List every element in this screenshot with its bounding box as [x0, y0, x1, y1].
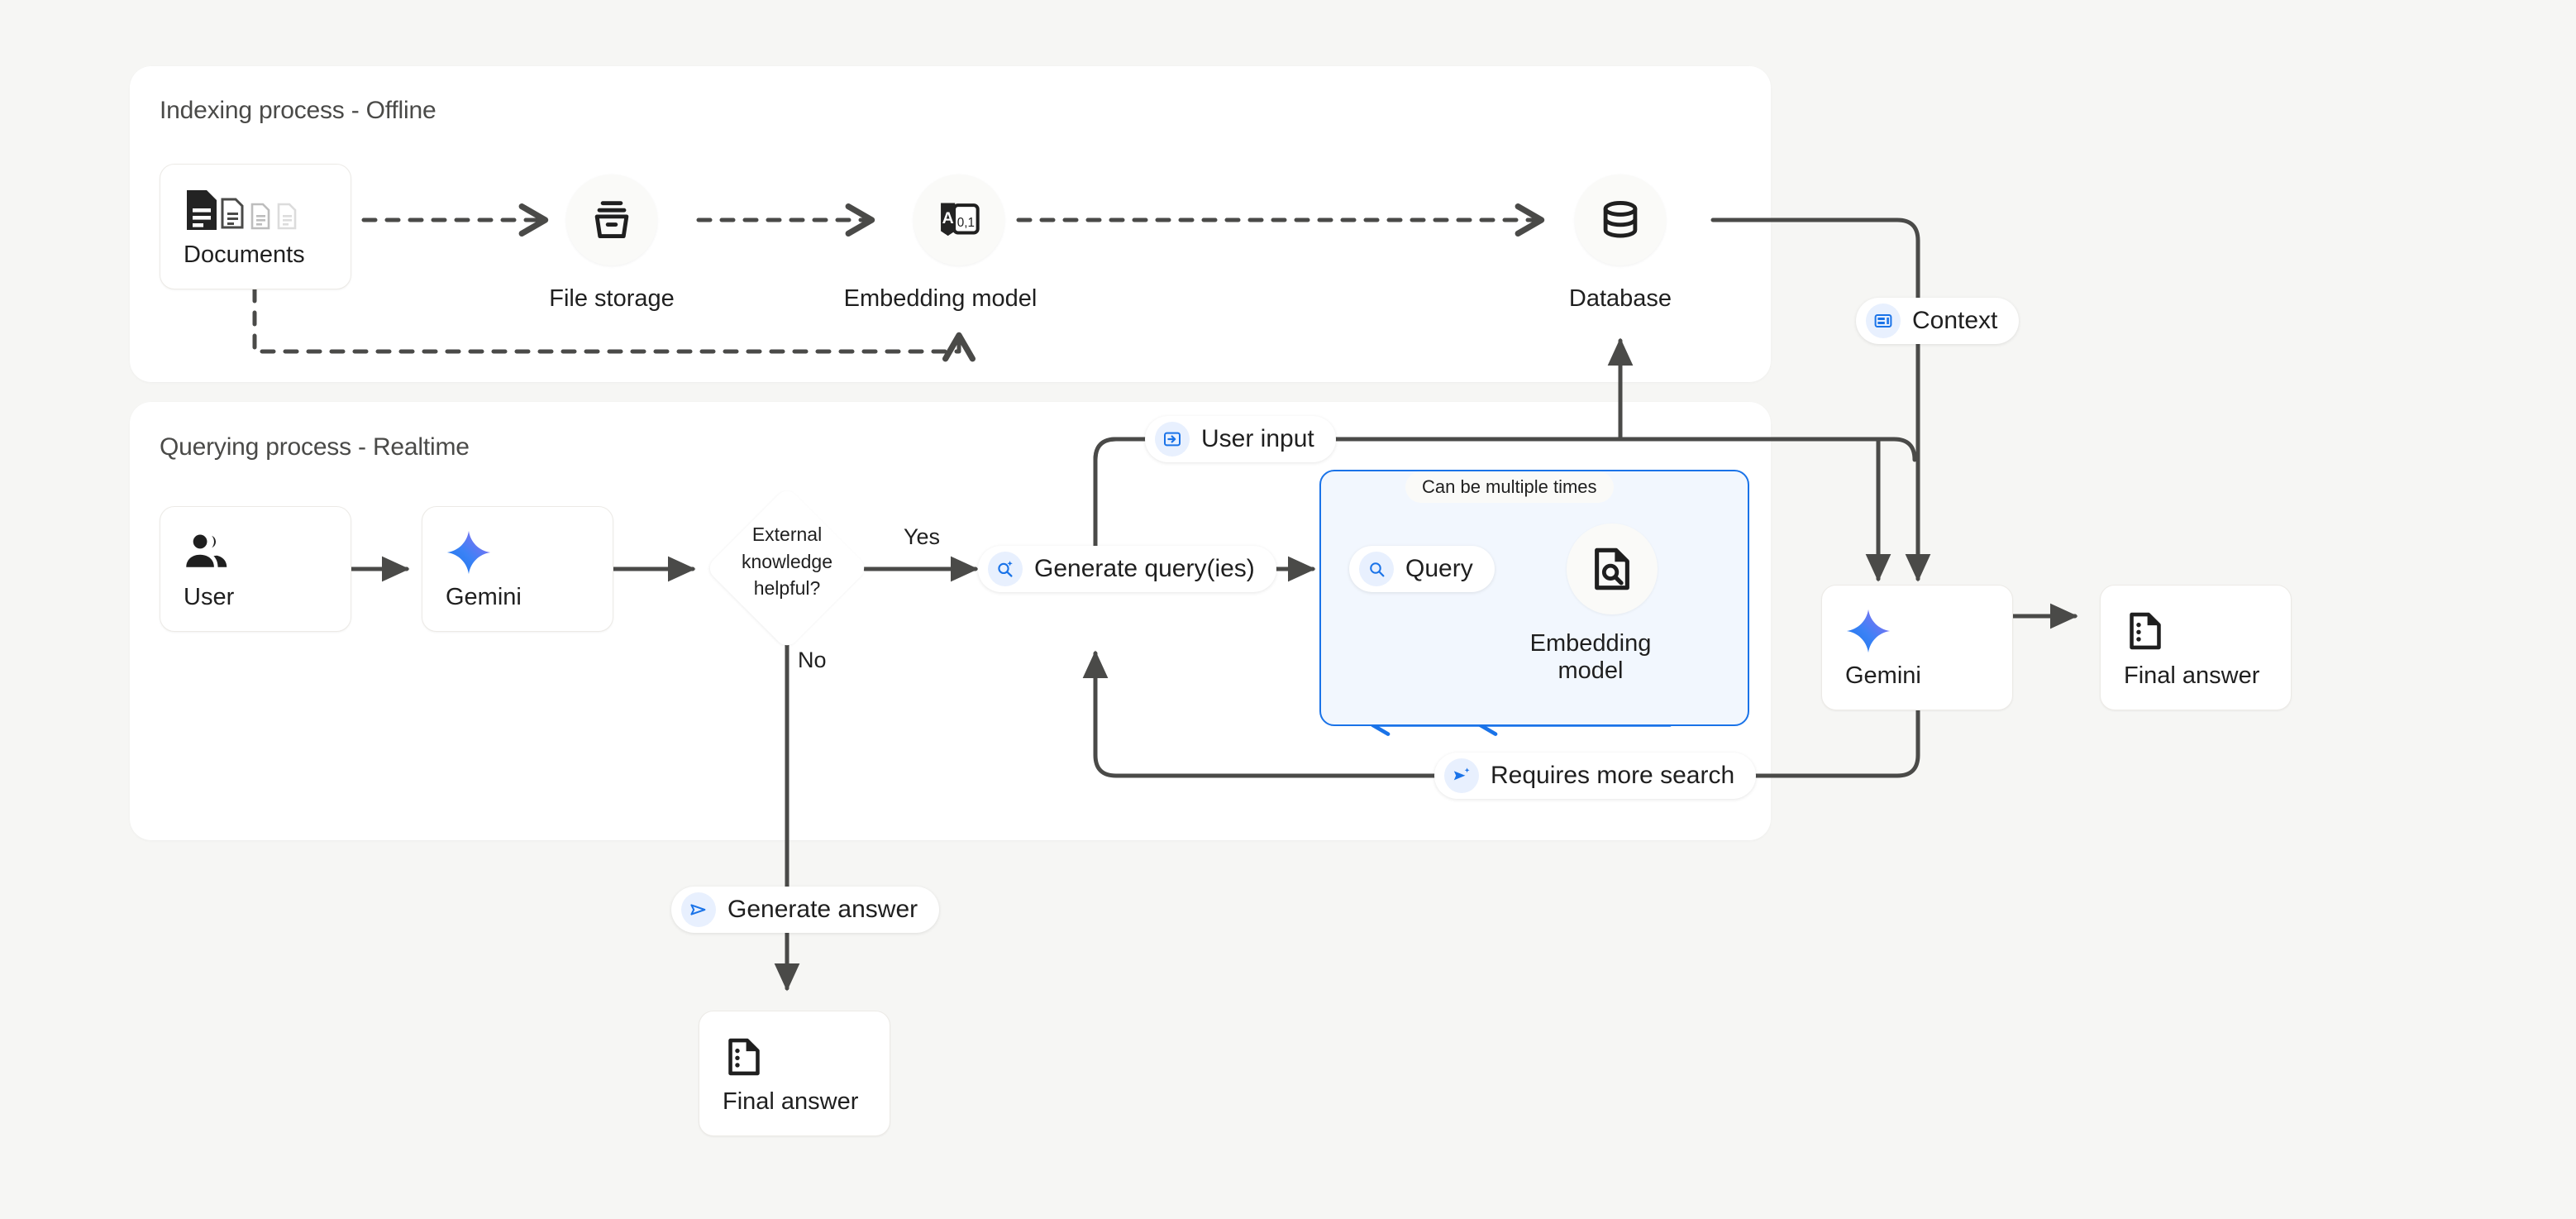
- node-embedding-model-index[interactable]: 0,1 A: [914, 174, 1004, 265]
- search-icon: [1359, 552, 1394, 586]
- node-final-answer-right[interactable]: Final answer: [2100, 585, 2292, 710]
- decision-label: External knowledge helpful?: [742, 523, 832, 600]
- pill-context-label: Context: [1912, 307, 1998, 334]
- pill-query-label: Query: [1405, 555, 1473, 582]
- node-user[interactable]: User: [160, 506, 351, 632]
- retrieval-loop-region: [1319, 470, 1749, 726]
- answer-document-icon: [2124, 606, 2291, 656]
- node-database-label: Database: [1568, 285, 1672, 312]
- pill-requires-more-search[interactable]: Requires more search: [1434, 753, 1757, 799]
- node-embedding-model-query-label: Embedding model: [1529, 630, 1652, 685]
- node-embedding-model-query[interactable]: [1567, 523, 1658, 614]
- people-icon: [184, 528, 351, 577]
- node-documents[interactable]: Documents: [160, 164, 351, 289]
- pill-query[interactable]: Query: [1349, 546, 1495, 592]
- node-final-answer-right-label: Final answer: [2124, 662, 2260, 689]
- node-final-answer-bottom[interactable]: Final answer: [699, 1011, 890, 1136]
- querying-panel-title: Querying process - Realtime: [160, 433, 470, 461]
- archive-box-icon: [594, 201, 629, 238]
- node-user-label: User: [184, 583, 235, 610]
- input-arrow-icon: [1155, 422, 1190, 457]
- send-icon: [681, 892, 716, 927]
- pill-user-input[interactable]: User input: [1145, 416, 1336, 462]
- svg-text:0,1: 0,1: [957, 216, 975, 230]
- pill-user-input-label: User input: [1201, 425, 1314, 452]
- node-file-storage[interactable]: [566, 174, 657, 265]
- node-final-answer-bottom-label: Final answer: [723, 1088, 859, 1115]
- indexing-panel-title: Indexing process - Offline: [160, 97, 436, 124]
- node-documents-label: Documents: [184, 241, 305, 268]
- pill-generate-answer-label: Generate answer: [727, 896, 918, 923]
- node-database[interactable]: [1575, 174, 1666, 265]
- svg-text:A: A: [942, 209, 954, 227]
- node-file-storage-label: File storage: [549, 285, 675, 312]
- gemini-sparkle-icon: [446, 528, 613, 577]
- search-sparkle-icon: [988, 552, 1023, 586]
- node-gemini-left-label: Gemini: [446, 583, 522, 610]
- database-cylinder-icon: [1603, 201, 1638, 238]
- pill-generate-query[interactable]: Generate query(ies): [978, 546, 1276, 592]
- edge-label-yes: Yes: [904, 524, 941, 549]
- node-embedding-model-index-label: Embedding model: [843, 285, 1038, 312]
- documents-icon: [184, 185, 351, 235]
- pill-generate-query-label: Generate query(ies): [1034, 555, 1255, 582]
- document-search-icon: [1595, 547, 1629, 590]
- node-gemini-right[interactable]: Gemini: [1821, 585, 2013, 710]
- gemini-sparkle-icon: [1845, 606, 2012, 656]
- context-panel-icon: [1866, 304, 1901, 338]
- decision-external-knowledge[interactable]: External knowledge helpful?: [705, 486, 869, 650]
- pill-generate-answer[interactable]: Generate answer: [671, 887, 940, 933]
- answer-document-icon: [723, 1032, 890, 1082]
- pill-context[interactable]: Context: [1856, 298, 2020, 344]
- node-gemini-left[interactable]: Gemini: [422, 506, 613, 632]
- edge-label-no: No: [798, 648, 827, 672]
- node-gemini-right-label: Gemini: [1845, 662, 1921, 689]
- pill-requires-more-search-label: Requires more search: [1491, 762, 1735, 789]
- text-to-vector-icon: 0,1 A: [941, 203, 980, 237]
- send-sparkle-icon: [1444, 758, 1479, 793]
- annotation-can-be-multiple-times: Can be multiple times: [1405, 471, 1614, 503]
